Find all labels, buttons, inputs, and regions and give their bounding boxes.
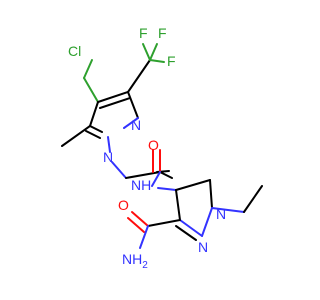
fluorine-label: F	[139, 25, 148, 41]
fluorine-label: F	[158, 25, 167, 41]
amide-nh-label: NH	[131, 177, 151, 193]
bond	[61, 125, 91, 147]
bond	[83, 77, 99, 103]
bond	[157, 187, 177, 191]
bond	[107, 136, 111, 153]
bond	[209, 179, 213, 209]
molecule-canvas: Cl F F F N N O NH N N O NH2	[61, 25, 263, 271]
bond	[97, 91, 129, 103]
fluorine-label: F	[167, 53, 176, 69]
bond	[175, 225, 197, 241]
amine-nh2-label: NH2	[122, 251, 148, 271]
bond	[83, 59, 93, 79]
amine-subscript: 2	[142, 260, 148, 271]
oxygen-label: O	[148, 137, 159, 153]
bond	[159, 171, 173, 179]
bond	[131, 211, 149, 227]
bond-layer	[61, 43, 263, 249]
nitrogen-label: N	[198, 239, 208, 255]
bond	[125, 171, 161, 179]
oxygen-label: O	[118, 197, 129, 213]
bond	[243, 185, 263, 213]
bond	[99, 97, 131, 109]
bond	[175, 179, 211, 191]
bond	[127, 217, 145, 233]
bond	[149, 59, 165, 63]
bond	[149, 43, 158, 61]
bond	[201, 207, 213, 237]
bond	[175, 189, 181, 221]
bond	[89, 125, 103, 133]
bond	[147, 219, 181, 227]
nitrogen-label: N	[103, 149, 113, 165]
bond	[151, 171, 161, 187]
bond	[156, 170, 170, 173]
amine-nh-text: NH	[122, 251, 142, 267]
bond	[89, 101, 99, 127]
bond	[179, 219, 203, 237]
chlorine-label: Cl	[68, 43, 81, 59]
structure-diagram: Cl F F F N N O NH N N O NH2	[61, 25, 263, 271]
bond	[139, 225, 149, 249]
bond	[123, 117, 139, 129]
bond	[142, 43, 151, 61]
bond	[85, 130, 101, 139]
bond	[127, 59, 151, 93]
bond	[211, 207, 245, 213]
atom-labels: Cl F F F N N O NH N N O NH2	[68, 25, 226, 271]
bond	[127, 91, 139, 119]
bond	[111, 161, 127, 179]
nitrogen-label: N	[131, 117, 141, 133]
nitrogen-label: N	[216, 206, 226, 222]
